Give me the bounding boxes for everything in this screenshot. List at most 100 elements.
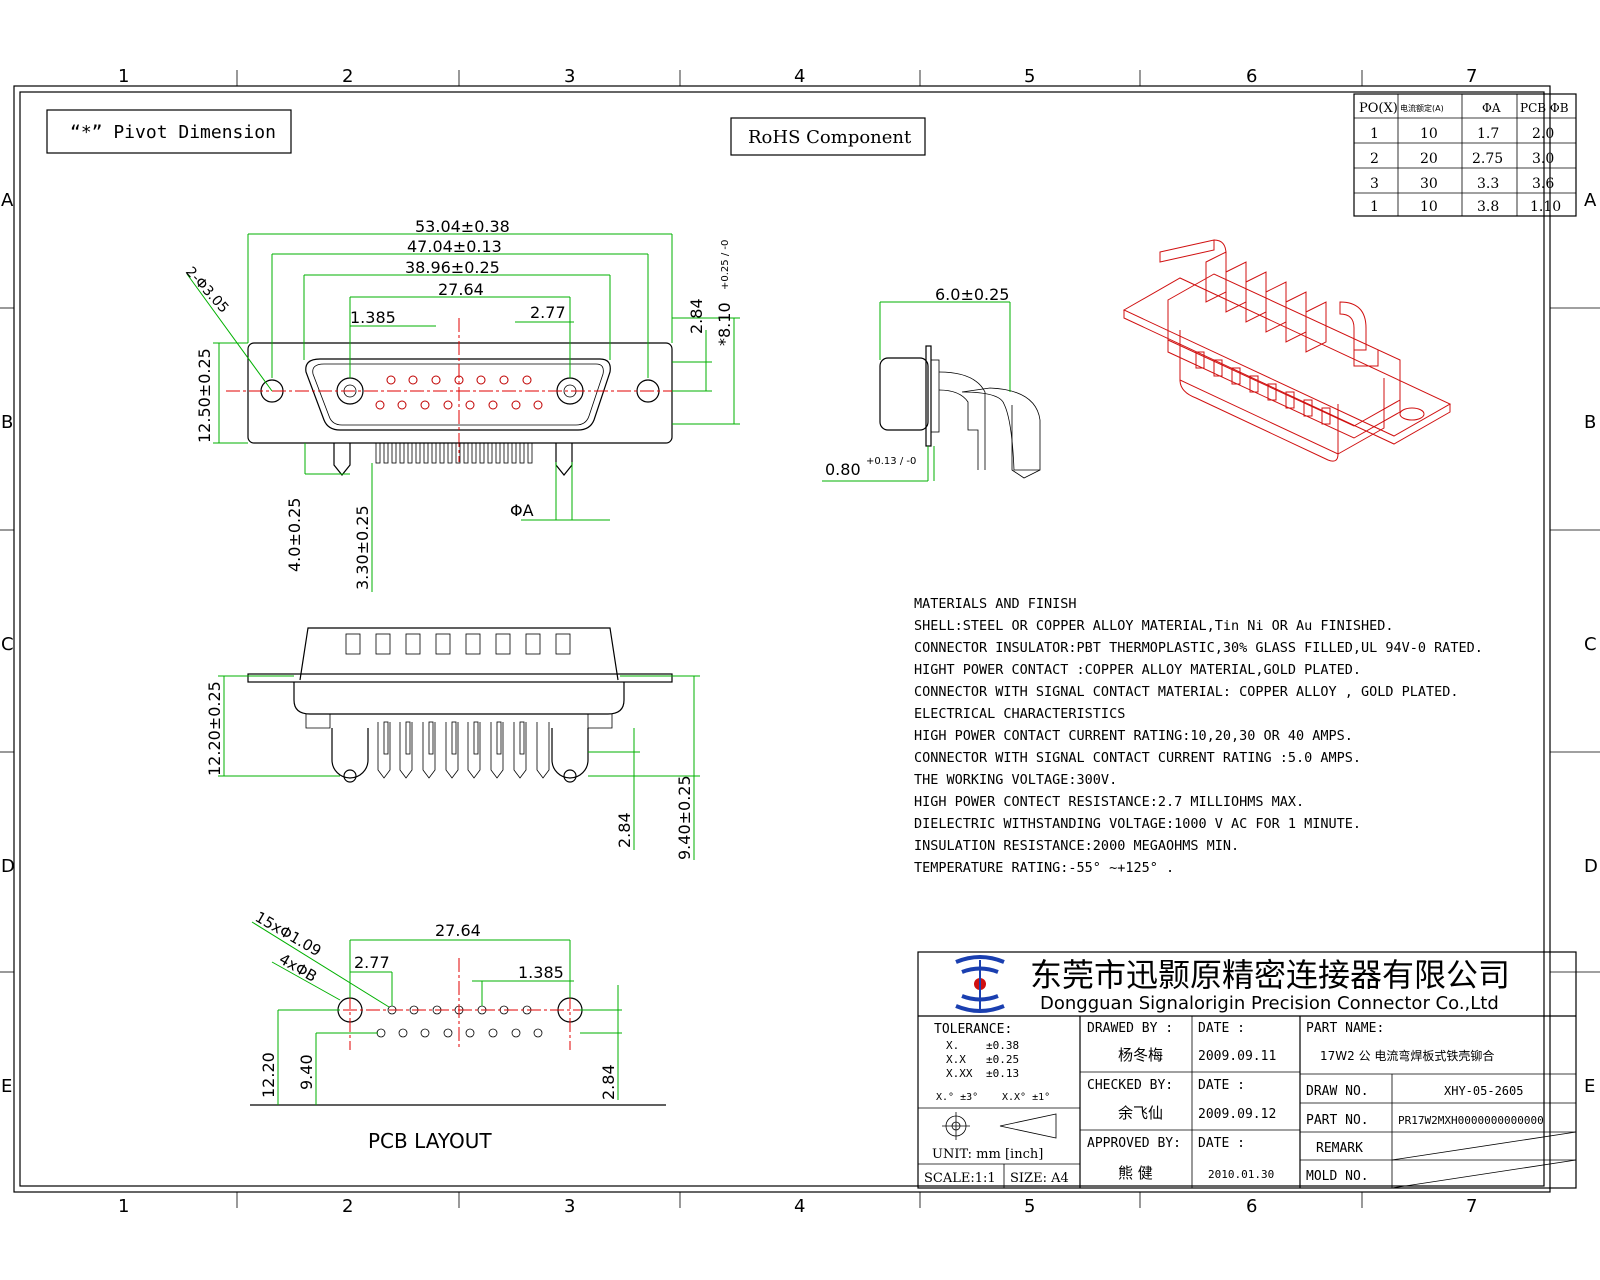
col-number-3-bottom: 3 — [564, 1196, 575, 1217]
rohs-note-text: RoHS Component — [748, 127, 912, 148]
materials-notes: MATERIALS AND FINISH SHELL:STEEL OR COPP… — [914, 596, 1483, 876]
draw-no-label: DRAW NO. — [1306, 1084, 1369, 1099]
materials-line: ELECTRICAL CHARACTERISTICS — [914, 706, 1125, 722]
col-number-5: 5 — [1024, 66, 1035, 87]
pcb-dim-284: 2.84 — [599, 1064, 618, 1100]
col-number-2: 2 — [342, 66, 353, 87]
remark-label: REMARK — [1316, 1141, 1363, 1156]
col-number-6: 6 — [1246, 66, 1257, 87]
spec-r2-c4: 3.0 — [1532, 151, 1554, 167]
company-logo-icon — [955, 955, 1005, 1013]
date-label-2: DATE : — [1198, 1078, 1245, 1093]
tolerance-x: X. — [946, 1039, 959, 1052]
tolerance-angle-2: X.X° ±1° — [1002, 1092, 1050, 1103]
tolerance-xxx-value: ±0.13 — [986, 1067, 1019, 1080]
dim-810-tolerance: +0.25 / -0 — [720, 240, 731, 290]
tolerance-x-value: ±0.38 — [986, 1039, 1019, 1052]
dim-330: 3.30±0.25 — [353, 505, 372, 590]
company-name-en: Dongguan Signalorigin Precision Connecto… — [1040, 993, 1499, 1014]
date-2: 2009.09.12 — [1198, 1107, 1276, 1122]
tolerance-label: TOLERANCE: — [934, 1022, 1012, 1037]
tolerance-angle-1: X.° ±3° — [936, 1092, 978, 1103]
row-letter-a: A — [1, 190, 14, 211]
draw-no-value: XHY-05-2605 — [1444, 1084, 1523, 1098]
pivot-note: “*” Pivot Dimension — [46, 109, 292, 154]
projection-symbol-icon — [942, 1112, 1057, 1140]
dim-080-tolerance: +0.13 / -0 — [866, 456, 916, 467]
row-letter-e-right: E — [1584, 1076, 1595, 1097]
checked-by-label: CHECKED BY: — [1087, 1078, 1173, 1093]
dim-1385: 1.385 — [350, 308, 396, 327]
spec-r2-c3: 2.75 — [1472, 151, 1503, 167]
col-number-7: 7 — [1466, 66, 1477, 87]
dim-38: 38.96±0.25 — [405, 258, 500, 277]
materials-line: HIGH POWER CONTACT CURRENT RATING:10,20,… — [914, 728, 1353, 744]
front-view: 53.04±0.38 47.04±0.13 38.96±0.25 27.64 1… — [182, 217, 740, 592]
title-block: 东莞市迅颢原精密连接器有限公司 Dongguan Signalorigin Pr… — [917, 951, 1577, 1189]
row-letter-a-right: A — [1584, 190, 1597, 211]
spec-r3-c1: 3 — [1370, 176, 1379, 192]
tolerance-xx: X.X — [946, 1053, 966, 1066]
drawn-by-label: DRAWED BY : — [1087, 1021, 1173, 1036]
spec-r3-c2: 30 — [1420, 176, 1438, 192]
materials-line: DIELECTRIC WITHSTANDING VOLTAGE:1000 V A… — [914, 816, 1361, 832]
part-no-label: PART NO. — [1306, 1113, 1369, 1128]
row-letter-e: E — [1, 1076, 12, 1097]
spec-r3-c4: 3.6 — [1532, 176, 1554, 192]
bottom-view: 12.20±0.25 2.84 9.40±0.25 — [205, 627, 700, 860]
pcb-dim-1220: 12.20 — [259, 1052, 278, 1098]
col-number-1: 1 — [118, 66, 129, 87]
materials-line: CONNECTOR WITH SIGNAL CONTACT CURRENT RA… — [914, 750, 1361, 766]
spec-header-po: PO(X) — [1359, 101, 1398, 116]
dim-080: 0.80 — [825, 460, 861, 479]
pcb-dim-27: 27.64 — [435, 921, 481, 940]
date-1: 2009.09.11 — [1198, 1049, 1276, 1064]
row-letter-d: D — [1, 856, 15, 877]
col-number-6-bottom: 6 — [1246, 1196, 1257, 1217]
dim-60: 6.0±0.25 — [935, 285, 1009, 304]
pcb-layout-title: PCB LAYOUT — [368, 1129, 492, 1153]
materials-line: HIGHT POWER CONTACT :COPPER ALLOY MATERI… — [914, 662, 1361, 678]
materials-line: CONNECTOR INSULATOR:PBT THERMOPLASTIC,30… — [914, 640, 1483, 656]
dim-phia: ΦA — [510, 501, 534, 520]
dim-47: 47.04±0.13 — [407, 237, 502, 256]
border-frame: 1 2 3 4 5 6 7 1 2 3 4 5 6 7 A B C D E A … — [0, 66, 1600, 1217]
spec-r4-c4: 1.10 — [1530, 199, 1561, 215]
spec-r4-c1: 1 — [1370, 199, 1379, 215]
spec-header-current: 电流额定(A) — [1400, 103, 1444, 113]
pcb-layout: 27.64 2.77 1.385 15xΦ1.09 4xΦB 12.20 9.4… — [250, 908, 666, 1153]
col-number-4: 4 — [794, 66, 805, 87]
row-letter-c: C — [1, 634, 14, 655]
part-name-value: 17W2 公 电流弯焊板式铁壳铆合 — [1320, 1048, 1494, 1063]
spec-r1-c4: 2.0 — [1532, 126, 1554, 142]
materials-line: TEMPERATURE RATING:-55° ~+125° . — [914, 860, 1174, 876]
dim-810: *8.10 — [715, 302, 734, 346]
spec-r1-c2: 10 — [1420, 126, 1438, 142]
spec-r1-c1: 1 — [1370, 126, 1379, 142]
col-number-5-bottom: 5 — [1024, 1196, 1035, 1217]
pcb-dim-1385: 1.385 — [518, 963, 564, 982]
col-number-4-bottom: 4 — [794, 1196, 805, 1217]
tolerance-xxx: X.XX — [946, 1067, 973, 1080]
row-letter-c-right: C — [1584, 634, 1597, 655]
unit-label: UNIT: mm [inch] — [932, 1147, 1043, 1162]
tolerance-xx-value: ±0.25 — [986, 1053, 1019, 1066]
approved-by-name: 熊 健 — [1118, 1164, 1153, 1182]
col-number-3: 3 — [564, 66, 575, 87]
pcb-dim-940: 9.40 — [297, 1054, 316, 1090]
mold-no-label: MOLD NO. — [1306, 1169, 1369, 1184]
isometric-view — [1122, 239, 1452, 462]
col-number-1-bottom: 1 — [118, 1196, 129, 1217]
spec-r1-c3: 1.7 — [1477, 126, 1499, 142]
spec-header-pcb-phib: PCB ΦB — [1520, 101, 1569, 115]
spec-r3-c3: 3.3 — [1477, 176, 1499, 192]
dim-holes: 2-Φ3.05 — [182, 264, 231, 316]
approved-by-label: APPROVED BY: — [1087, 1136, 1181, 1151]
dim-277: 2.77 — [530, 303, 566, 322]
pivot-note-text: “*” Pivot Dimension — [70, 122, 276, 143]
spec-r2-c1: 2 — [1370, 151, 1379, 167]
spec-r2-c2: 20 — [1420, 151, 1438, 167]
materials-line: THE WORKING VOLTAGE:300V. — [914, 772, 1117, 788]
spec-table: PO(X) 电流额定(A) ΦA PCB ΦB 1 10 1.7 2.0 2 2… — [1353, 93, 1577, 217]
